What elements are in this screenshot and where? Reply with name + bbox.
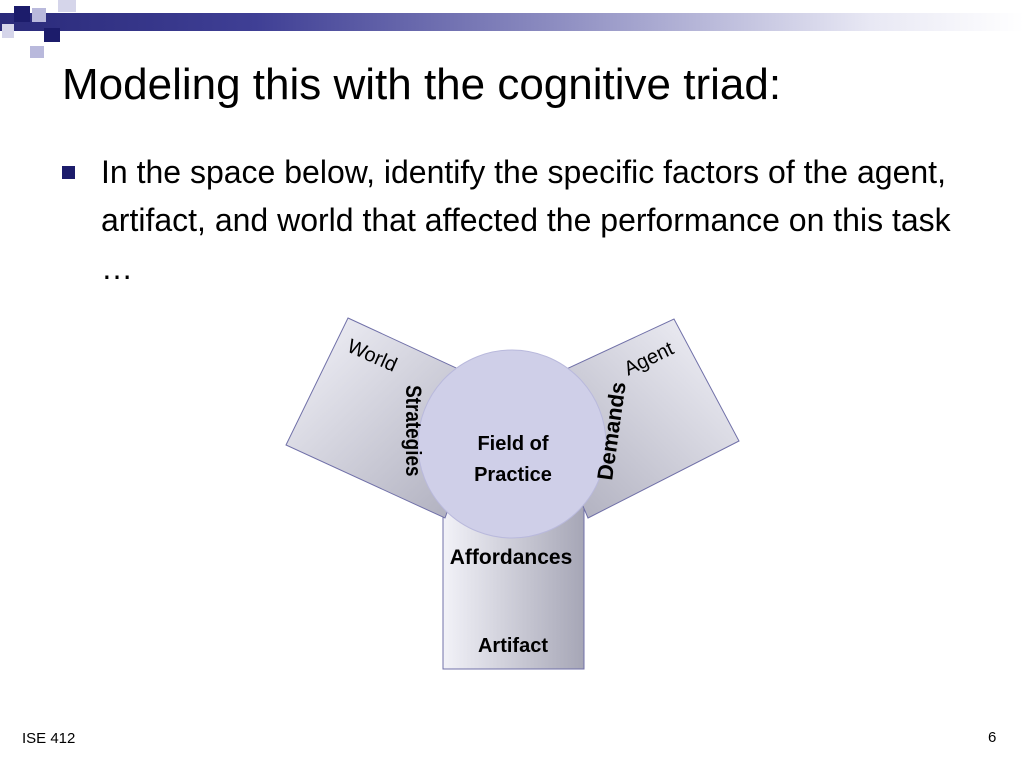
decor-square-6 [30,46,44,58]
field-of-practice-circle [417,349,607,539]
bullet-item: In the space below, identify the specifi… [62,148,962,292]
decor-square-4 [2,24,14,38]
slide-title: Modeling this with the cognitive triad: [62,60,782,109]
footer-page-number: 6 [988,729,997,746]
header-gradient-bar [0,13,1024,31]
artifact-label: Artifact [478,635,548,657]
field-of-practice-line-2: Practice [474,464,552,486]
decor-square-2 [32,8,46,22]
footer-course-label: ISE 412 [22,730,76,747]
decor-square-1 [14,6,30,22]
affordances-label: Affordances [450,546,573,569]
strategies-label: Strategies [401,385,426,476]
decor-square-5 [44,28,60,42]
bullet-text: In the space below, identify the specifi… [101,154,951,286]
decor-square-3 [58,0,76,12]
field-of-practice-line-1: Field of [477,433,548,455]
bullet-square-icon [62,166,75,179]
